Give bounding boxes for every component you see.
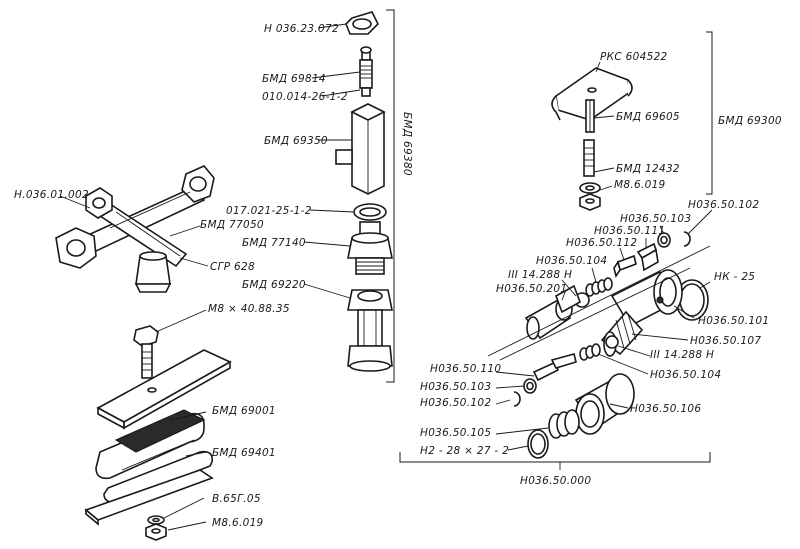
label-n036-50-110: Н036.50.110 bbox=[430, 363, 501, 375]
washer-nut-m8-top bbox=[579, 182, 601, 211]
label-bmd-12432: БМД 12432 bbox=[616, 163, 680, 175]
label-n036-50-111: Н036.50.111 bbox=[594, 225, 665, 237]
label-n036-50-101: Н036.50.101 bbox=[698, 315, 769, 327]
label-n036-01-002: Н.036.01.002 bbox=[14, 189, 89, 201]
coupling-bmd-69220 bbox=[347, 289, 393, 372]
label-n036-50-107: Н036.50.107 bbox=[690, 335, 761, 347]
cross-wrench-n036-01-002 bbox=[55, 165, 215, 293]
label-m8-6-019-top: М8.6.019 bbox=[614, 179, 666, 191]
spring-n036-50-104-top bbox=[585, 277, 613, 297]
label-n036-50-102-bottom: Н036.50.102 bbox=[420, 397, 491, 409]
lock-washer-v65g05 bbox=[147, 515, 165, 525]
label-n036-50-112: Н036.50.112 bbox=[566, 237, 637, 249]
spring-n036-50-104-bottom bbox=[579, 343, 601, 361]
hex-nut-top bbox=[345, 11, 379, 35]
ring-n036-50-102-top bbox=[683, 231, 691, 247]
label-bmd-77050: БМД 77050 bbox=[200, 219, 264, 231]
label-bmd-77140: БМД 77140 bbox=[242, 237, 306, 249]
pin-bmd-69814 bbox=[359, 46, 373, 97]
label-sgr-628: СГР 628 bbox=[210, 261, 255, 273]
body-n036-50-101 bbox=[610, 269, 683, 328]
seal-ring-nk-25 bbox=[675, 279, 709, 321]
nut-n036-50-106 bbox=[574, 373, 635, 435]
label-v65g05: В.65Г.05 bbox=[212, 493, 261, 505]
clip-n036-50-110 bbox=[532, 353, 577, 382]
label-bmd-69350: БМД 69350 bbox=[264, 135, 328, 147]
label-iii-14-288n-top: III 14.288 Н bbox=[508, 269, 572, 281]
label-rks-604522: РКС 604522 bbox=[600, 51, 668, 63]
label-n036-50-000: Н036.50.000 bbox=[520, 475, 591, 487]
label-bmd-69001: БМД 69001 bbox=[212, 405, 276, 417]
label-iii-14-288n-bottom: III 14.288 Н bbox=[650, 349, 714, 361]
clip-n036-50-111 bbox=[636, 242, 659, 272]
label-m8-6-019-bottom: М8.6.019 bbox=[212, 517, 264, 529]
label-n036-50-105: Н036.50.105 bbox=[420, 427, 491, 439]
label-n036-50-104-bottom: Н036.50.104 bbox=[650, 369, 721, 381]
label-010-014: 010.014-26-1-2 bbox=[262, 91, 348, 103]
stud-bmd-12432 bbox=[583, 139, 595, 177]
label-n036-50-103-top: Н036.50.103 bbox=[620, 213, 691, 225]
label-n036-50-103-bottom: Н036.50.103 bbox=[420, 381, 491, 393]
strip-plate bbox=[84, 469, 214, 526]
label-bmd-69300: БМД 69300 bbox=[718, 115, 782, 127]
nut-m8-bottom bbox=[145, 523, 167, 541]
hex-column-bmd-69350 bbox=[335, 103, 386, 195]
washer-017-021 bbox=[353, 203, 387, 221]
ring-n2-28 bbox=[527, 429, 549, 459]
label-n036-50-201: Н036.50.201 bbox=[496, 283, 567, 295]
label-n2-28: Н2 - 28 × 27 - 2 bbox=[420, 445, 509, 457]
bolt-bmd-69605 bbox=[585, 99, 595, 133]
ring-n036-50-102-bottom bbox=[513, 391, 521, 407]
bolt-m8x40 bbox=[133, 325, 159, 379]
label-nk-25: НК - 25 bbox=[714, 271, 755, 283]
label-bmd-69814: БМД 69814 bbox=[262, 73, 326, 85]
label-bmd-69605: БМД 69605 bbox=[616, 111, 680, 123]
label-bmd-69401: БМД 69401 bbox=[212, 447, 276, 459]
plate-bmd-69001 bbox=[96, 349, 232, 430]
label-m8x40: М8 × 40.88.35 bbox=[208, 303, 290, 315]
label-bmd-69220: БМД 69220 bbox=[242, 279, 306, 291]
ball-iii-bottom bbox=[605, 335, 619, 349]
nipple-n036-50-201 bbox=[524, 284, 581, 340]
label-n036-50-106: Н036.50.106 bbox=[630, 403, 701, 415]
clip-n036-50-112 bbox=[613, 254, 637, 278]
spring-n036-50-105 bbox=[548, 409, 580, 439]
fitting-bmd-77140 bbox=[347, 221, 393, 275]
clamp-bmd-69401 bbox=[95, 409, 214, 504]
bracket-rks-604522 bbox=[551, 67, 633, 121]
label-bmd-69380: БМД 69380 bbox=[401, 112, 413, 176]
label-n036-23-072: Н 036.23.072 bbox=[264, 23, 339, 35]
washer-n036-50-103-bottom bbox=[523, 378, 537, 394]
label-n036-50-104-top: Н036.50.104 bbox=[536, 255, 607, 267]
label-n036-50-102-top: Н036.50.102 bbox=[688, 199, 759, 211]
label-017-021: 017.021-25-1-2 bbox=[226, 205, 312, 217]
